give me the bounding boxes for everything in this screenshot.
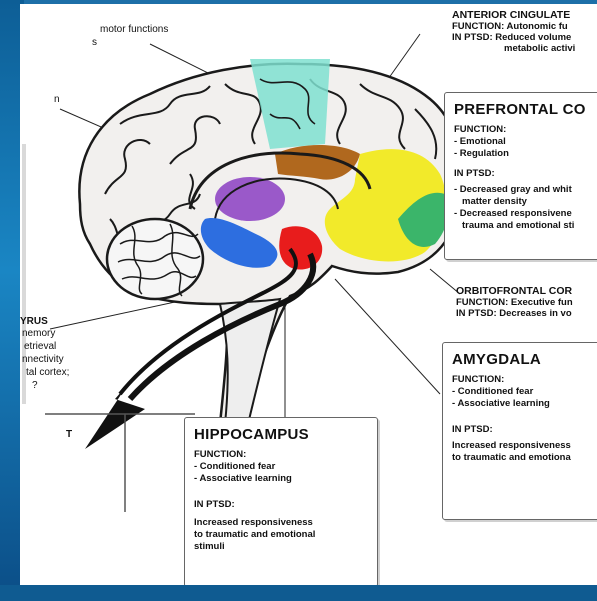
anterior-cingulate-ptsd-2: metabolic activi bbox=[452, 43, 575, 54]
amygdala-title: AMYGDALA bbox=[452, 351, 597, 368]
hippocampus-ptsd-2: to traumatic and emotional bbox=[194, 529, 368, 541]
amygdala-function-2: - Associative learning bbox=[452, 398, 597, 410]
hippocampus-function-1: - Conditioned fear bbox=[194, 461, 368, 473]
anterior-cingulate-title: ANTERIOR CINGULATE bbox=[452, 10, 575, 21]
diagram-slide: motor functions s n YRUS nemory etrieval… bbox=[20, 4, 597, 585]
amygdala-box: AMYGDALA FUNCTION: - Conditioned fear - … bbox=[442, 342, 597, 520]
gyrus-line-4: tal cortex; bbox=[26, 367, 69, 379]
hippocampus-ptsd-3: stimuli bbox=[194, 541, 368, 553]
prefrontal-cortex-box: PREFRONTAL CO FUNCTION: - Emotional - Re… bbox=[444, 92, 597, 260]
prefrontal-ptsd-2: matter density bbox=[454, 196, 597, 208]
hippocampus-ptsd-1: Increased responsiveness bbox=[194, 517, 368, 529]
anterior-cingulate-function: FUNCTION: Autonomic fu bbox=[452, 21, 575, 32]
prefrontal-ptsd-3: - Decreased responsivene bbox=[454, 208, 597, 220]
hippocampus-ptsd-label: IN PTSD: bbox=[194, 499, 368, 511]
marker-label: T bbox=[66, 429, 72, 441]
prefrontal-function-1: - Emotional bbox=[454, 136, 597, 148]
anterior-cingulate-ptsd-1: IN PTSD: Reduced volume bbox=[452, 32, 575, 43]
hippocampus-title: HIPPOCAMPUS bbox=[194, 426, 368, 443]
orbitofrontal-title: ORBITOFRONTAL COR bbox=[456, 286, 573, 297]
amygdala-function-1: - Conditioned fear bbox=[452, 386, 597, 398]
anterior-cingulate-label: ANTERIOR CINGULATE FUNCTION: Autonomic f… bbox=[452, 10, 575, 54]
slide-background-bottom bbox=[0, 585, 597, 601]
gyrus-line-3: nnectivity bbox=[22, 354, 64, 366]
gyrus-line-5: ? bbox=[32, 380, 38, 392]
amygdala-function-label: FUNCTION: bbox=[452, 374, 597, 386]
hippocampus-function-label: FUNCTION: bbox=[194, 449, 368, 461]
gyrus-title: YRUS bbox=[20, 316, 48, 328]
prefrontal-title: PREFRONTAL CO bbox=[454, 101, 597, 118]
left-fragment-label: n bbox=[54, 94, 60, 106]
prefrontal-ptsd-label: IN PTSD: bbox=[454, 168, 597, 180]
cerebellum bbox=[107, 219, 203, 299]
motor-fragment-label: s bbox=[92, 37, 97, 49]
gyrus-line-2: etrieval bbox=[24, 341, 56, 353]
prefrontal-function-2: - Regulation bbox=[454, 148, 597, 160]
prefrontal-ptsd-4: trauma and emotional sti bbox=[454, 220, 597, 232]
prefrontal-function-label: FUNCTION: bbox=[454, 124, 597, 136]
gyrus-line-1: nemory bbox=[22, 328, 55, 340]
prefrontal-ptsd-1: - Decreased gray and whit bbox=[454, 184, 597, 196]
hippocampus-function-2: - Associative learning bbox=[194, 473, 368, 485]
amygdala-ptsd-label: IN PTSD: bbox=[452, 424, 597, 436]
amygdala-ptsd-2: to traumatic and emotiona bbox=[452, 452, 597, 464]
orbitofrontal-label: ORBITOFRONTAL COR FUNCTION: Executive fu… bbox=[456, 286, 573, 319]
orbitofrontal-function: FUNCTION: Executive fun bbox=[456, 297, 573, 308]
motor-functions-label: motor functions bbox=[100, 24, 168, 36]
amygdala-ptsd-1: Increased responsiveness bbox=[452, 440, 597, 452]
hippocampus-box: HIPPOCAMPUS FUNCTION: - Conditioned fear… bbox=[184, 417, 378, 585]
orbitofrontal-ptsd: IN PTSD: Decreases in vo bbox=[456, 308, 573, 319]
